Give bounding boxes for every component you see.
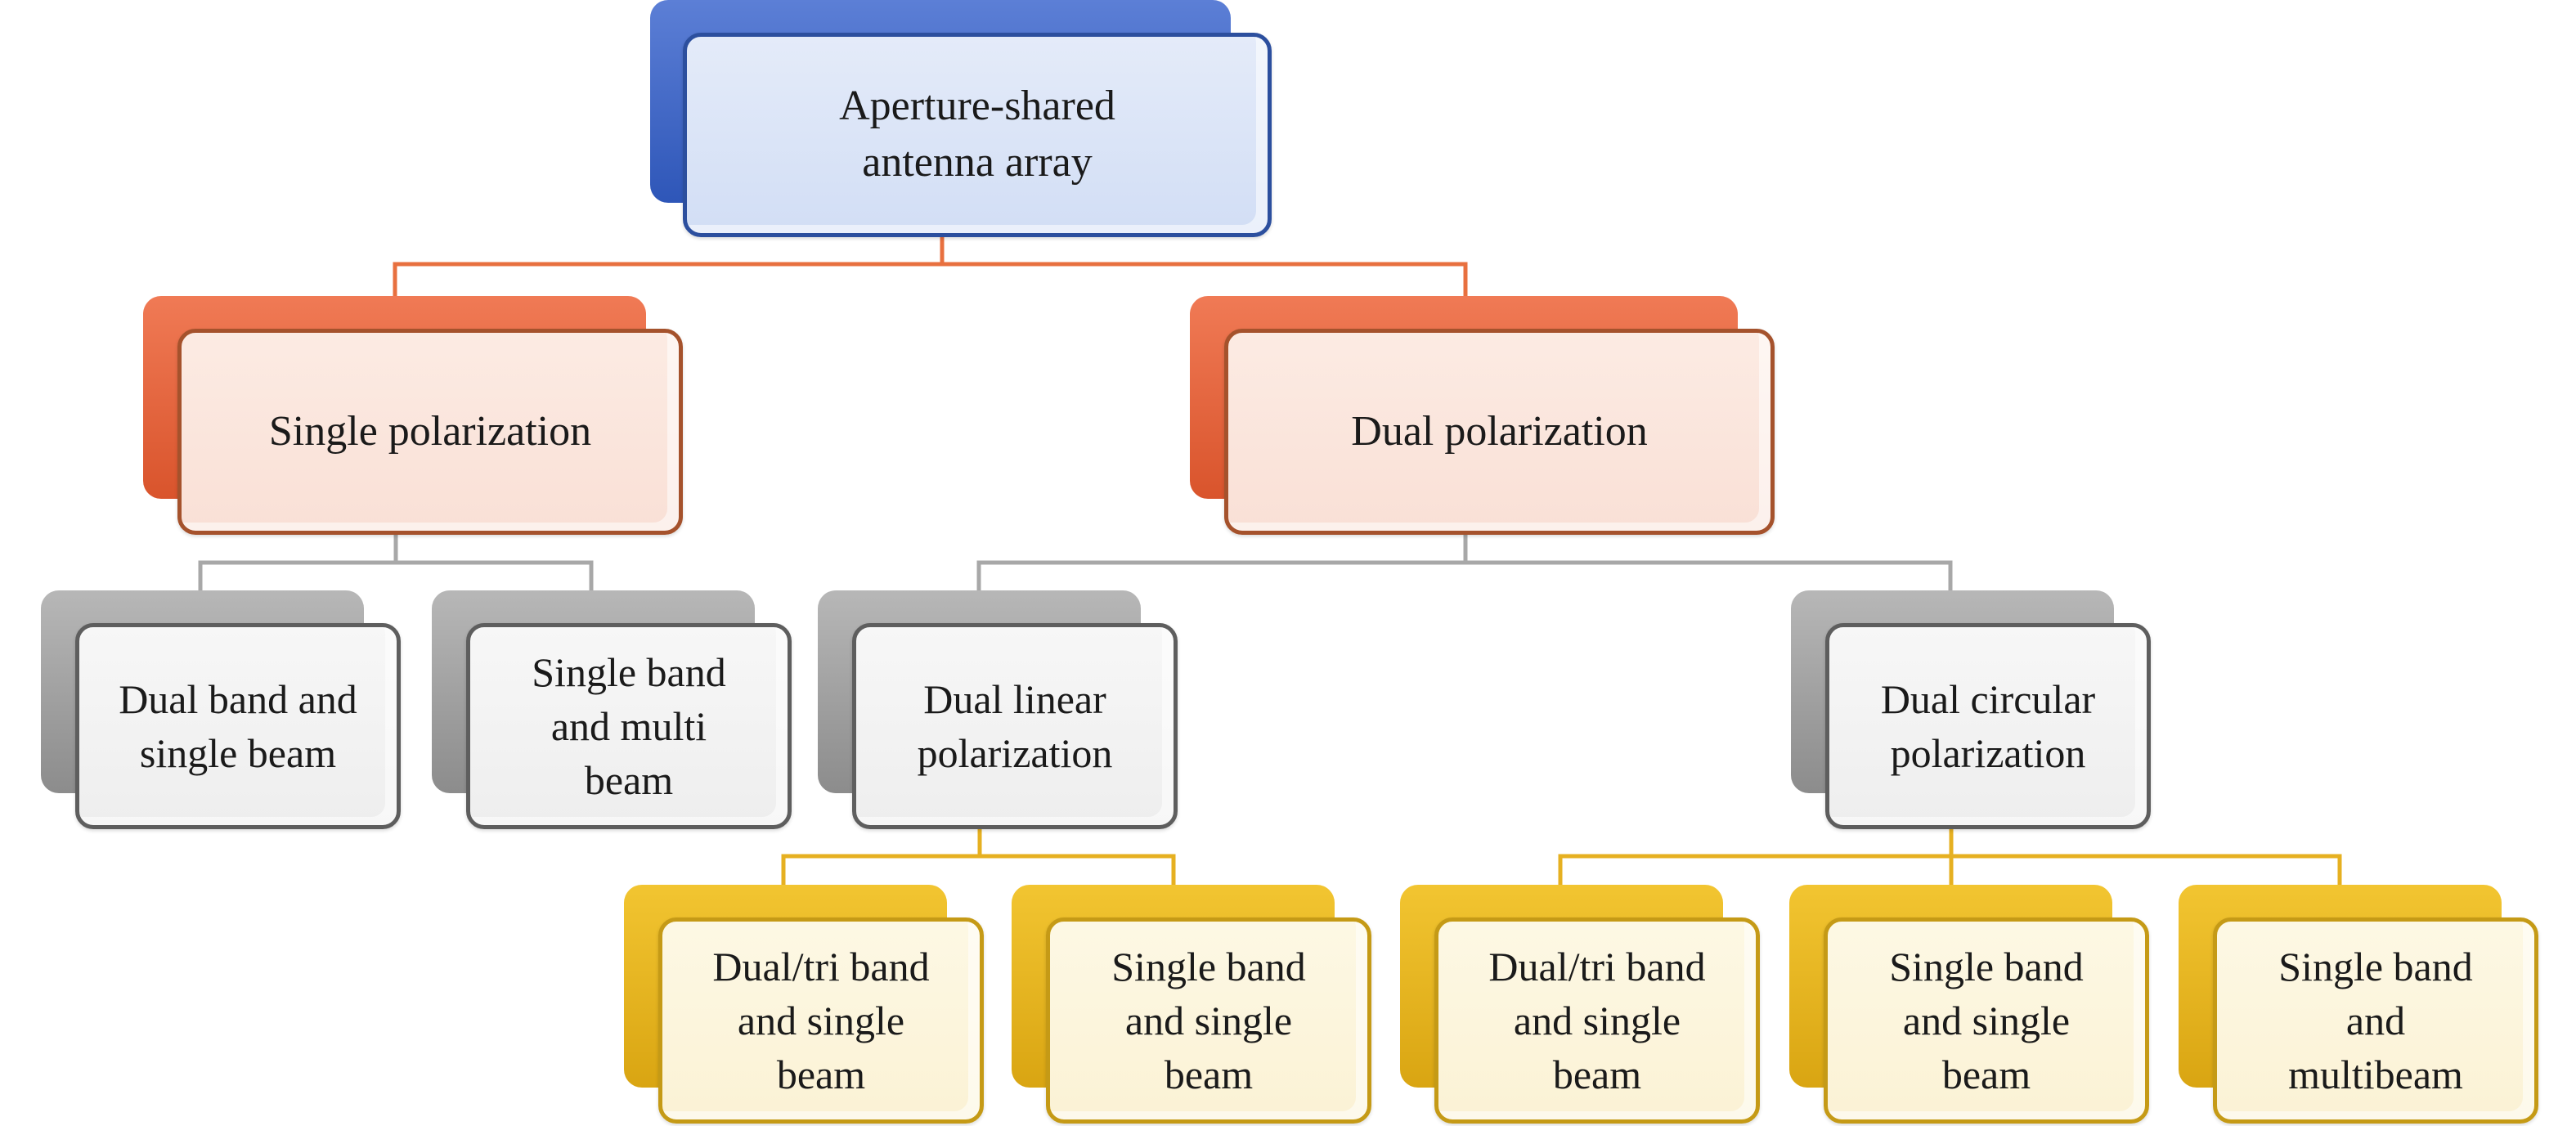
node-box: Single band and multibeam bbox=[2213, 917, 2538, 1124]
node-label: Dual polarization bbox=[1351, 407, 1648, 455]
node-label: Single band and single beam bbox=[1889, 944, 2084, 1097]
node-circular-single-band-single-beam: Single band and single beam bbox=[1789, 885, 2149, 1124]
connector-single-branch bbox=[198, 560, 594, 615]
node-dual-polarization: Dual polarization bbox=[1190, 296, 1775, 535]
node-circular-dual-tri-band-single-beam: Dual/tri band and single beam bbox=[1400, 885, 1760, 1124]
node-box: Dual/tri band and single beam bbox=[658, 917, 984, 1124]
node-label: Single band and single beam bbox=[1111, 944, 1306, 1097]
node-label: Dual band and single beam bbox=[119, 676, 357, 776]
node-label: Aperture-shared antenna array bbox=[839, 83, 1115, 186]
node-label: Dual linear polarization bbox=[917, 676, 1113, 776]
node-box: Dual linear polarization bbox=[852, 623, 1178, 829]
node-linear-single-band-single-beam: Single band and single beam bbox=[1012, 885, 1371, 1124]
node-label: Dual circular polarization bbox=[1880, 676, 2096, 776]
node-label: Single polarization bbox=[268, 407, 592, 455]
node-linear-dual-tri-band-single-beam: Dual/tri band and single beam bbox=[624, 885, 984, 1124]
node-label: Single band and multi beam bbox=[532, 649, 726, 803]
node-label: Dual/tri band and single beam bbox=[712, 944, 930, 1097]
connector-dual-branch bbox=[976, 560, 1953, 615]
node-box: Single band and single beam bbox=[1046, 917, 1371, 1124]
node-single-polarization: Single polarization bbox=[143, 296, 683, 535]
node-box: Single band and single beam bbox=[1824, 917, 2149, 1124]
node-box: Single band and multi beam bbox=[466, 623, 792, 829]
node-dual-circular-polarization: Dual circular polarization bbox=[1791, 590, 2151, 829]
node-box: Dual polarization bbox=[1224, 329, 1775, 535]
node-label: Single band and multibeam bbox=[2278, 944, 2473, 1097]
node-dual-linear-polarization: Dual linear polarization bbox=[818, 590, 1178, 829]
node-box: Dual/tri band and single beam bbox=[1434, 917, 1760, 1124]
node-label: Dual/tri band and single beam bbox=[1488, 944, 1706, 1097]
node-box: Dual band and single beam bbox=[75, 623, 401, 829]
node-circular-single-band-multibeam: Single band and multibeam bbox=[2179, 885, 2538, 1124]
node-single-band-multi-beam: Single band and multi beam bbox=[432, 590, 792, 829]
node-box: Dual circular polarization bbox=[1825, 623, 2151, 829]
node-box: Single polarization bbox=[177, 329, 683, 535]
node-box: Aperture-shared antenna array bbox=[683, 33, 1272, 237]
node-dual-band-single-beam: Dual band and single beam bbox=[41, 590, 401, 829]
connector-linear-branch bbox=[781, 854, 1176, 909]
node-aperture-shared-antenna-array: Aperture-shared antenna array bbox=[650, 0, 1272, 239]
connector-root-branch bbox=[393, 262, 1468, 321]
